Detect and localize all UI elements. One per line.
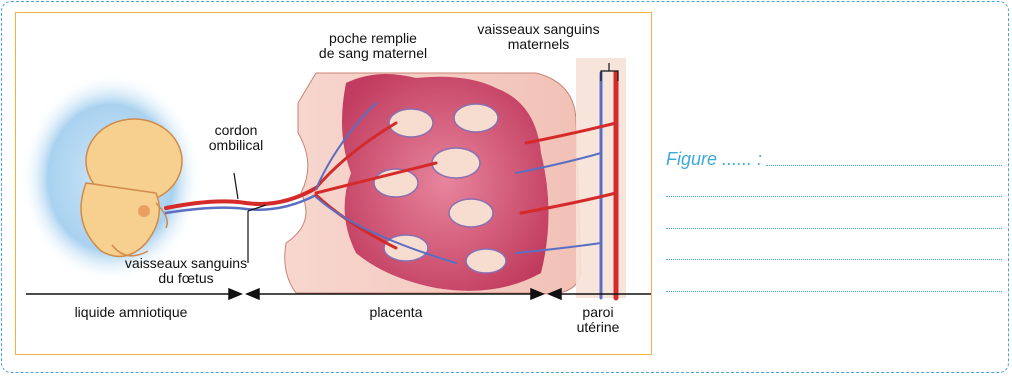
label-uterine-wall: paroi utérine: [553, 305, 643, 335]
caption-dots[interactable]: [666, 258, 1002, 260]
label-maternal-vessels-line1: vaisseaux sanguins: [456, 22, 621, 37]
figure-box: poche remplie de sang maternel vaisseaux…: [15, 12, 652, 355]
label-maternal-pocket: poche remplie de sang maternel: [298, 31, 448, 61]
label-uterine-wall-line2: utérine: [553, 320, 643, 335]
label-maternal-pocket-line2: de sang maternel: [298, 46, 448, 61]
caption-line-4: [666, 232, 1002, 264]
label-placenta: placenta: [336, 305, 456, 320]
caption-dots[interactable]: [666, 195, 1002, 197]
label-umbilical-cord: cordon ombilical: [191, 123, 281, 153]
figure-caption: Figure ...... :: [666, 137, 1002, 295]
label-maternal-pocket-line1: poche remplie: [298, 31, 448, 46]
caption-line-3: [666, 200, 1002, 232]
label-umbilical-cord-line2: ombilical: [191, 138, 281, 153]
label-maternal-vessels-line2: maternels: [456, 37, 621, 52]
label-fetal-vessels: vaisseaux sanguins du fœtus: [96, 256, 276, 286]
caption-title: Figure ...... :: [666, 149, 762, 169]
caption-dots[interactable]: [666, 227, 1002, 229]
caption-line-1: Figure ...... :: [666, 137, 1002, 169]
label-umbilical-cord-line1: cordon: [191, 123, 281, 138]
caption-line-5: [666, 263, 1002, 295]
label-fetal-vessels-line2: du fœtus: [96, 271, 276, 286]
caption-line-2: [666, 169, 1002, 201]
label-fetal-vessels-line1: vaisseaux sanguins: [96, 256, 276, 271]
caption-dots[interactable]: [766, 164, 1002, 166]
label-maternal-vessels: vaisseaux sanguins maternels: [456, 22, 621, 52]
caption-dots[interactable]: [666, 290, 1002, 292]
label-amniotic-fluid: liquide amniotique: [36, 305, 226, 320]
label-uterine-wall-line1: paroi: [553, 305, 643, 320]
